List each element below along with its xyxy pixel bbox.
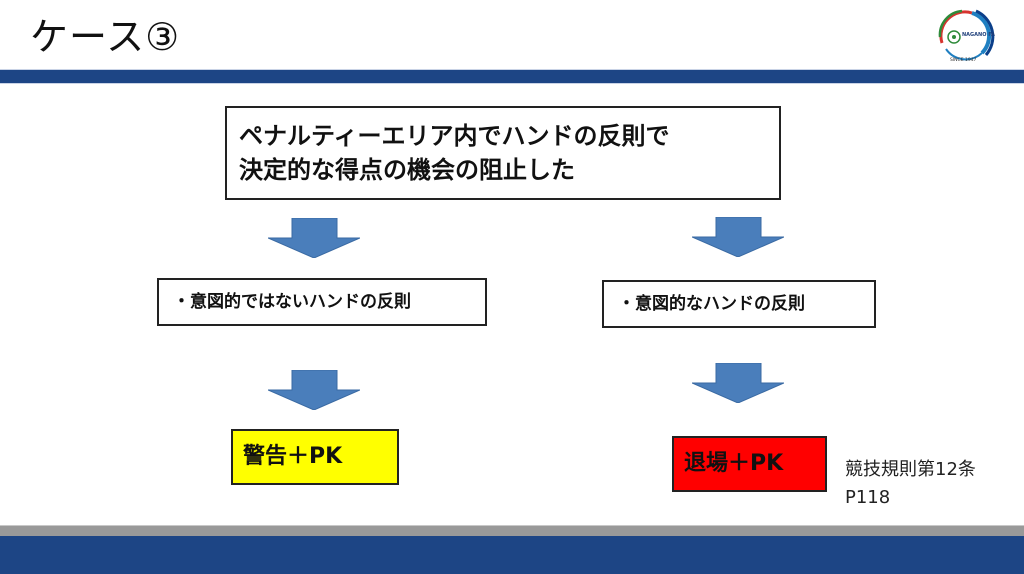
rule-reference-law: 競技規則第12条 — [845, 459, 976, 480]
nagano-fa-logo: NAGANO FA SINCE 1947 — [938, 9, 995, 63]
logo-name: NAGANO FA — [962, 32, 995, 38]
down-arrow-icon — [692, 363, 784, 403]
result-caution-pk-box: 警告＋PK — [231, 429, 399, 485]
slide-title: ケース③ — [30, 15, 181, 59]
down-arrow-icon — [268, 370, 360, 410]
result-sendoff-pk-box: 退場＋PK — [672, 436, 827, 492]
footer-navy-band — [0, 536, 1024, 574]
situation-box: ペナルティーエリア内でハンドの反則で 決定的な得点の機会の阻止した — [225, 106, 781, 200]
header-bar — [0, 69, 1024, 84]
condition-unintentional-box: ・意図的ではないハンドの反則 — [157, 278, 487, 326]
rule-reference: 競技規則第12条 P118 — [845, 456, 976, 512]
rule-reference-page: P118 — [845, 487, 891, 508]
down-arrow-icon — [692, 217, 784, 257]
logo-tagline: SINCE 1947 — [950, 57, 977, 63]
condition-intentional-box: ・意図的なハンドの反則 — [602, 280, 876, 328]
down-arrow-icon — [268, 218, 360, 258]
situation-line-2: 決定的な得点の機会の阻止した — [239, 156, 575, 184]
situation-line-1: ペナルティーエリア内でハンドの反則で — [239, 122, 670, 150]
footer-grey-band — [0, 525, 1024, 537]
